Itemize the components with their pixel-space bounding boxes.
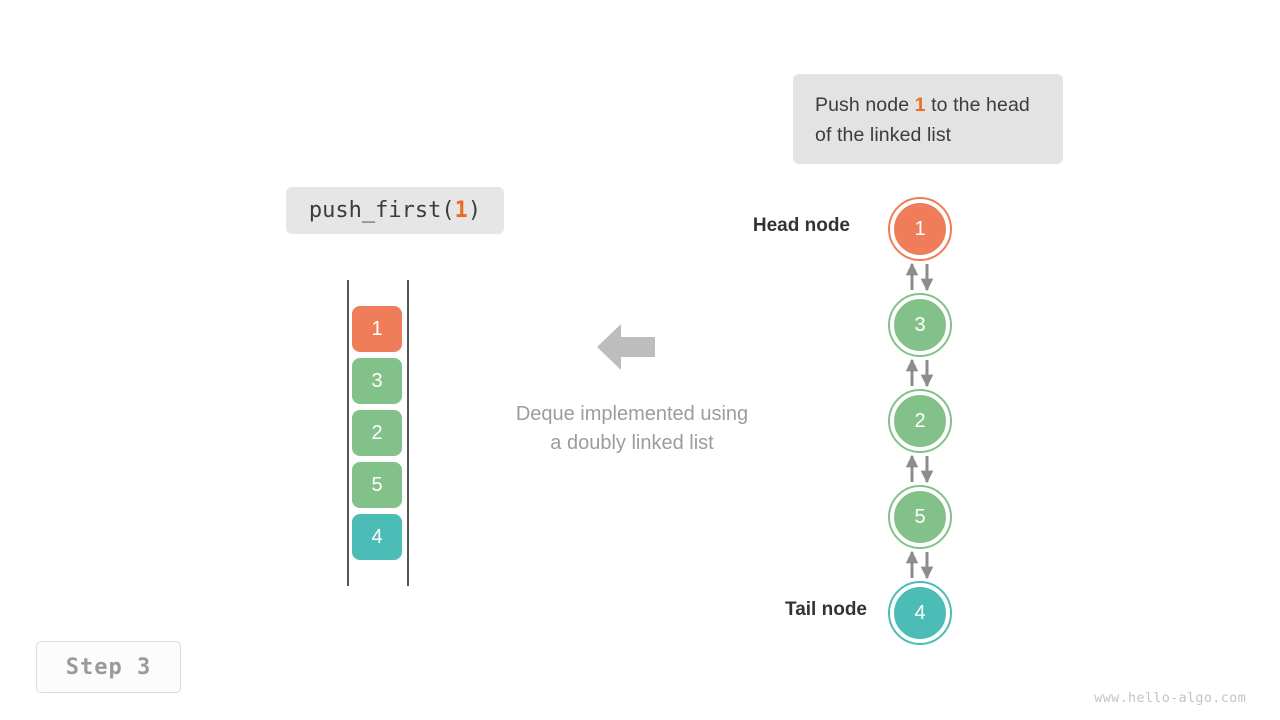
deque-stack: 1 3 2 5 4 xyxy=(340,280,415,588)
tail-node-label: Tail node xyxy=(785,599,867,620)
deque-cell: 2 xyxy=(352,410,402,456)
code-prefix: push_first( xyxy=(308,198,455,223)
linked-list-node: 1 xyxy=(892,201,948,257)
callout-box: Push node 1 to the head of the linked li… xyxy=(793,74,1063,164)
code-suffix: ) xyxy=(467,198,482,223)
deque-rail-left xyxy=(347,280,349,586)
link-arrows xyxy=(905,262,934,580)
caption-line-2: a doubly linked list xyxy=(550,432,714,454)
doubly-linked-list: 1 3 2 5 4 xyxy=(880,190,960,645)
head-node-label: Head node xyxy=(752,215,850,236)
callout-highlight-value: 1 xyxy=(914,94,926,116)
linked-list-node: 3 xyxy=(892,297,948,353)
operation-code-pill: push_first(1) xyxy=(286,187,504,234)
node-ring xyxy=(888,197,952,261)
diagram-caption: Deque implemented using a doubly linked … xyxy=(452,400,812,458)
watermark: www.hello-algo.com xyxy=(1094,690,1246,706)
deque-cell: 5 xyxy=(352,462,402,508)
node-ring xyxy=(888,389,952,453)
linked-list-node: 4 xyxy=(892,585,948,641)
code-argument: 1 xyxy=(454,198,468,223)
node-ring xyxy=(888,485,952,549)
callout-text-after: to the head of the linked list xyxy=(815,94,1030,146)
deque-cell: 1 xyxy=(352,306,402,352)
linked-list-node: 5 xyxy=(892,489,948,545)
left-block-arrow-icon xyxy=(597,322,655,372)
deque-cell: 3 xyxy=(352,358,402,404)
step-badge: Step 3 xyxy=(36,641,181,693)
node-ring xyxy=(888,293,952,357)
deque-cell-list: 1 3 2 5 4 xyxy=(352,306,402,566)
caption-line-1: Deque implemented using xyxy=(515,403,749,425)
deque-cell: 4 xyxy=(352,514,402,560)
linked-list-node: 2 xyxy=(892,393,948,449)
node-ring xyxy=(888,581,952,645)
deque-rail-right xyxy=(407,280,409,586)
callout-text-before: Push node xyxy=(815,94,915,116)
